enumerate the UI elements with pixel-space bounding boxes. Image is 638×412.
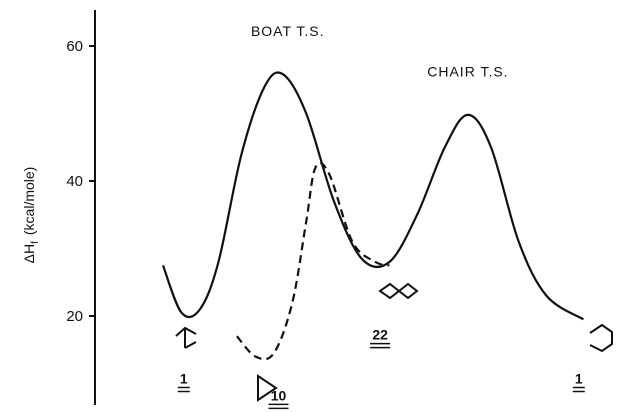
y-tick-label: 20	[66, 308, 83, 325]
solid-series-line	[161, 71, 585, 321]
molecule-1-left-icon	[175, 326, 197, 349]
compound-number-label: 1	[180, 371, 188, 387]
y-tick-label: 40	[66, 173, 83, 190]
series-layer	[161, 71, 585, 361]
molecule-22-icon	[378, 282, 419, 300]
y-axis-label-text: ΔHf(kcal/mole)	[21, 167, 41, 264]
molecule-1-right-icon	[589, 323, 613, 353]
annotation-label: BOAT T.S.	[251, 23, 325, 39]
annotation-label: CHAIR T.S.	[427, 63, 508, 79]
y-ticks: 20 40 60	[66, 38, 95, 325]
compound-labels: 1 10 22 1	[177, 327, 585, 410]
y-axis-label: ΔHf(kcal/mole)	[21, 167, 41, 264]
compound-number-label: 10	[271, 387, 287, 403]
y-tick-label: 60	[66, 38, 83, 55]
molecule-10-icon	[257, 374, 278, 402]
dashed-series-line	[236, 161, 390, 361]
compound-number-label: 22	[372, 327, 388, 343]
annotations: BOAT T.S. CHAIR T.S.	[251, 23, 508, 80]
compound-number-label: 1	[575, 371, 583, 387]
molecule-structures	[175, 282, 613, 402]
